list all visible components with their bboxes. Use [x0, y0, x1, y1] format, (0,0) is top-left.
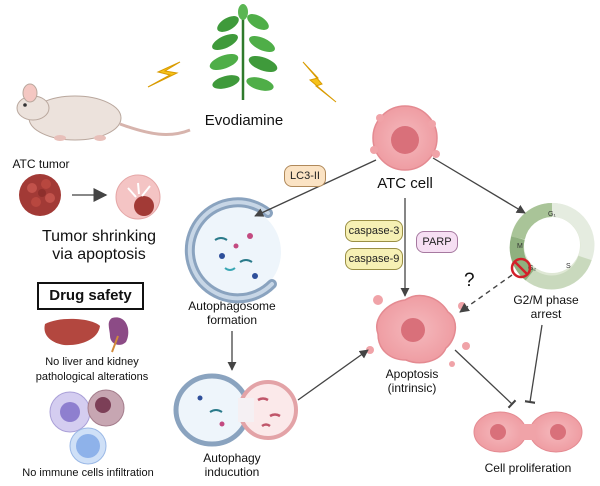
atc-cell-label: ATC cell	[377, 175, 433, 192]
lc3-tag: LC3-II	[284, 165, 326, 187]
no-liver-kidney-label: No liver and kidney pathological alterat…	[35, 356, 149, 383]
cycle-label-m: M	[517, 243, 523, 250]
parp-tag: PARP	[416, 231, 458, 253]
arrow-atc-to-autophagosome	[254, 159, 377, 217]
atc-cell-icon	[370, 105, 440, 171]
autophagy-fusion-icon	[173, 373, 298, 447]
lightning-bolt-icon	[147, 61, 181, 88]
mouse-icon	[16, 83, 191, 141]
dividing-cell-icon	[473, 411, 583, 453]
autophagosome-icon	[184, 197, 281, 304]
caspase9-tag: caspase-9	[345, 248, 403, 270]
shrinking-tumor-icon	[115, 174, 161, 220]
arrow-autophagy-to-apoptosis	[297, 349, 369, 401]
g2m-arrest-label: G2/M phase arrest	[513, 293, 579, 321]
autophagosome-formation-label: Autophagosome formation	[188, 299, 276, 327]
apoptotic-cell-icon	[366, 294, 470, 367]
liver-icon	[44, 318, 100, 346]
atc-tumor-icon	[19, 174, 61, 216]
inhibit-g2m-to-proliferation	[524, 324, 543, 404]
tumor-shrinking-label: Tumor shrinking via apoptosis	[41, 228, 157, 264]
no-immune-label: No immune cells infiltration	[22, 467, 154, 479]
lightning-bolt-icon	[302, 61, 337, 103]
cycle-label-s: S	[566, 263, 571, 270]
arrow-g2m-to-apoptosis	[459, 274, 513, 313]
blocked-icon	[510, 257, 532, 279]
immune-cells-icon	[49, 389, 125, 465]
apoptosis-label: Apoptosis (intrinsic)	[385, 367, 439, 395]
kidney-icon	[108, 317, 129, 353]
evodiamine-label: Evodiamine	[204, 112, 284, 129]
plant-icon	[209, 4, 278, 100]
caspase3-tag: caspase-3	[345, 220, 403, 242]
arrow-atc-to-cell-cycle	[432, 157, 526, 214]
cycle-label-g1: G₁	[548, 211, 556, 218]
drug-safety-box: Drug safety	[37, 282, 144, 310]
question-mark: ?	[464, 270, 475, 291]
autophagy-inducution-label: Autophagy inducution	[203, 451, 261, 479]
inhibit-apoptosis-to-proliferation	[454, 349, 517, 409]
cell-cycle-icon: G₁ S M G₂	[509, 202, 595, 290]
cell-proliferation-label: Cell proliferation	[484, 461, 572, 475]
cycle-label-g2: G₂	[528, 265, 536, 272]
atc-tumor-label: ATC tumor	[12, 157, 70, 171]
